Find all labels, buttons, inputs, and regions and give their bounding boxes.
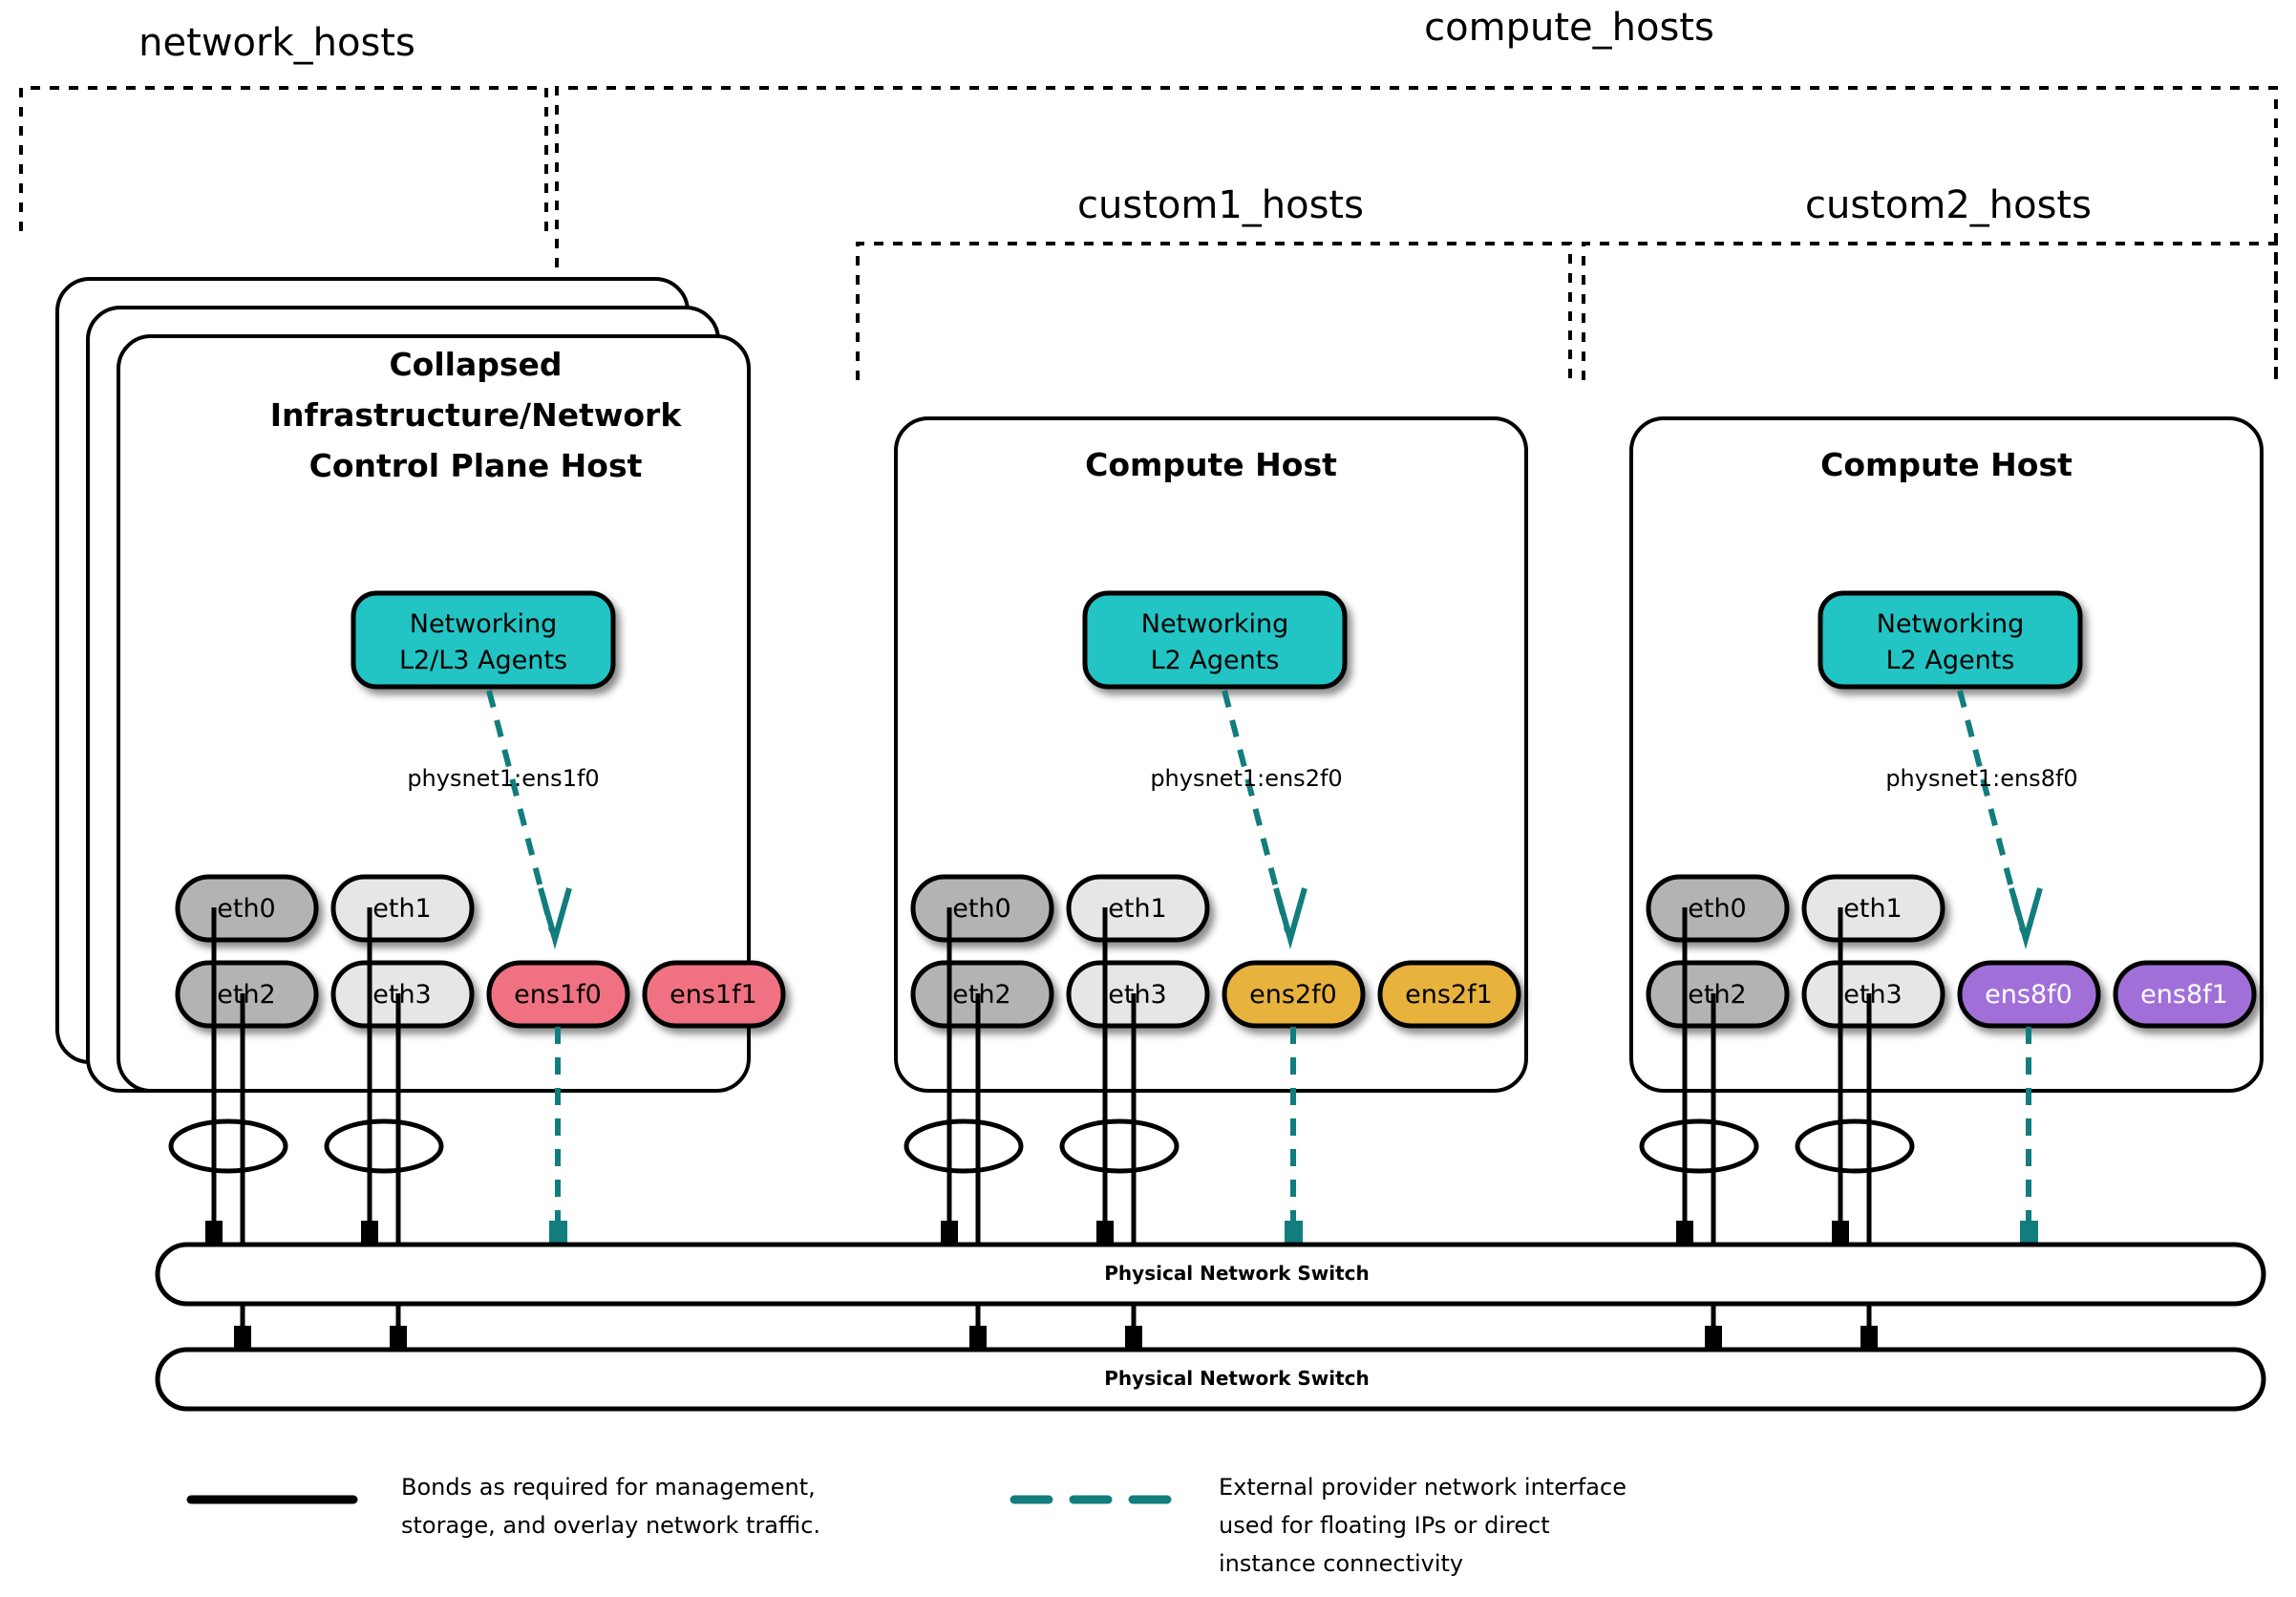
legend-bond-line-1: Bonds as required for management, bbox=[401, 1474, 816, 1501]
group-network-hosts: network_hosts bbox=[19, 21, 548, 231]
legend-bond-line-2: storage, and overlay network traffic. bbox=[401, 1512, 820, 1539]
networking-agents-box[interactable] bbox=[1082, 590, 1348, 690]
networking-agents-line-1: Networking bbox=[1877, 609, 2025, 639]
provider-arrow-head bbox=[1273, 887, 1307, 950]
legend-provider-line-3: instance connectivity bbox=[1219, 1550, 1463, 1577]
legend-provider-line-1: External provider network interface bbox=[1219, 1474, 1626, 1501]
nic-ens8f1[interactable] bbox=[2113, 960, 2257, 1029]
legend-bond-entry: Bonds as required for management, storag… bbox=[186, 1474, 820, 1539]
networking-agents-line-2: L2 Agents bbox=[1151, 646, 1280, 675]
nic-eth0-label: eth0 bbox=[1688, 894, 1747, 924]
nic-ens1f1-label: ens1f1 bbox=[670, 980, 757, 1010]
physical-network-switch-bottom[interactable]: Physical Network Switch bbox=[155, 1347, 2266, 1412]
nic-eth1-label: eth1 bbox=[1108, 894, 1167, 924]
bond-oval bbox=[1795, 1118, 1915, 1174]
group-custom2-hosts-border bbox=[1582, 242, 2278, 380]
switch-top-label: Physical Network Switch bbox=[1104, 1262, 1369, 1285]
host-compute-host-1[interactable]: Compute Host Networking L2 Agents physne… bbox=[894, 416, 1528, 1093]
group-network-hosts-border bbox=[19, 86, 548, 231]
nic-eth3-label: eth3 bbox=[1843, 980, 1903, 1010]
nic-ens2f1[interactable] bbox=[1377, 960, 1521, 1029]
host-collapsed-control-plane-host[interactable]: Collapsed Infrastructure/Network Control… bbox=[55, 277, 786, 1093]
nic-eth0-label: eth0 bbox=[217, 894, 276, 924]
legend: Bonds as required for management, storag… bbox=[186, 1474, 1626, 1577]
nic-ens2f1-label: ens2f1 bbox=[1405, 980, 1493, 1010]
nic-eth1-label: eth1 bbox=[1843, 894, 1903, 924]
host-card-front bbox=[894, 416, 1528, 1093]
bond-oval bbox=[1639, 1118, 1759, 1174]
nic-ens2f0-label: ens2f0 bbox=[1249, 980, 1337, 1010]
host-title-line-3: Control Plane Host bbox=[309, 447, 643, 484]
provider-link-agent-to-nic bbox=[1957, 690, 2026, 932]
nic-eth1-label: eth1 bbox=[372, 894, 432, 924]
networking-agents-line-2: L2/L3 Agents bbox=[399, 646, 567, 675]
bond-oval bbox=[324, 1118, 444, 1174]
nic-eth3-label: eth3 bbox=[1108, 980, 1167, 1010]
provider-arrow-head bbox=[2009, 887, 2043, 950]
networking-agents-line-1: Networking bbox=[1141, 609, 1289, 639]
networking-agents-line-2: L2 Agents bbox=[1886, 646, 2015, 675]
switch-bottom-label: Physical Network Switch bbox=[1104, 1367, 1369, 1390]
group-custom1-hosts: custom1_hosts bbox=[856, 183, 1572, 380]
group-custom1-hosts-label: custom1_hosts bbox=[1077, 183, 1364, 227]
nic-eth3-label: eth3 bbox=[372, 980, 432, 1010]
nic-ens8f0-label: ens8f0 bbox=[1985, 980, 2073, 1010]
legend-provider-line-2: used for floating IPs or direct bbox=[1219, 1512, 1550, 1539]
group-network-hosts-label: network_hosts bbox=[138, 21, 415, 65]
physnet-label: physnet1:ens8f0 bbox=[1885, 765, 2077, 792]
nic-eth2-label: eth2 bbox=[952, 980, 1011, 1010]
physnet-label: physnet1:ens1f0 bbox=[407, 765, 599, 792]
host-compute-host-2[interactable]: Compute Host Networking L2 Agents physne… bbox=[1629, 416, 2264, 1093]
networking-agents-box[interactable] bbox=[351, 590, 616, 690]
provider-link-agent-to-nic bbox=[1222, 690, 1290, 932]
nic-eth2-label: eth2 bbox=[1688, 980, 1747, 1010]
bond-oval bbox=[904, 1118, 1024, 1174]
nic-ens1f0[interactable] bbox=[486, 960, 630, 1029]
bond-oval bbox=[168, 1118, 288, 1174]
host-title-line-1: Compute Host bbox=[1085, 446, 1337, 483]
nic-eth0-label: eth0 bbox=[952, 894, 1011, 924]
nic-ens2f0[interactable] bbox=[1222, 960, 1366, 1029]
group-custom2-hosts: custom2_hosts bbox=[1582, 183, 2278, 380]
group-compute-hosts-border bbox=[555, 86, 2278, 382]
physnet-label: physnet1:ens2f0 bbox=[1150, 765, 1342, 792]
bond-oval bbox=[1059, 1118, 1180, 1174]
host-title-line-1: Collapsed bbox=[389, 346, 562, 383]
host-title-line-2: Infrastructure/Network bbox=[270, 396, 683, 434]
networking-agents-box[interactable] bbox=[1818, 590, 2083, 690]
nic-eth2-label: eth2 bbox=[217, 980, 276, 1010]
provider-link-agent-to-nic bbox=[486, 690, 555, 932]
provider-arrow-head bbox=[538, 887, 572, 950]
nic-ens1f0-label: ens1f0 bbox=[514, 980, 602, 1010]
physical-network-switch-top[interactable]: Physical Network Switch bbox=[155, 1242, 2266, 1307]
host-title-line-1: Compute Host bbox=[1820, 446, 2073, 483]
group-compute-hosts: compute_hosts bbox=[555, 6, 2278, 382]
group-custom2-hosts-label: custom2_hosts bbox=[1805, 183, 2092, 227]
nic-ens1f1[interactable] bbox=[642, 960, 786, 1029]
legend-provider-entry: External provider network interface used… bbox=[1010, 1474, 1626, 1577]
nic-ens8f1-label: ens8f1 bbox=[2140, 980, 2228, 1010]
group-compute-hosts-label: compute_hosts bbox=[1424, 6, 1714, 50]
nic-ens8f0[interactable] bbox=[1957, 960, 2101, 1029]
host-card-front bbox=[1629, 416, 2264, 1093]
group-custom1-hosts-border bbox=[856, 242, 1572, 380]
networking-agents-line-1: Networking bbox=[410, 609, 558, 639]
